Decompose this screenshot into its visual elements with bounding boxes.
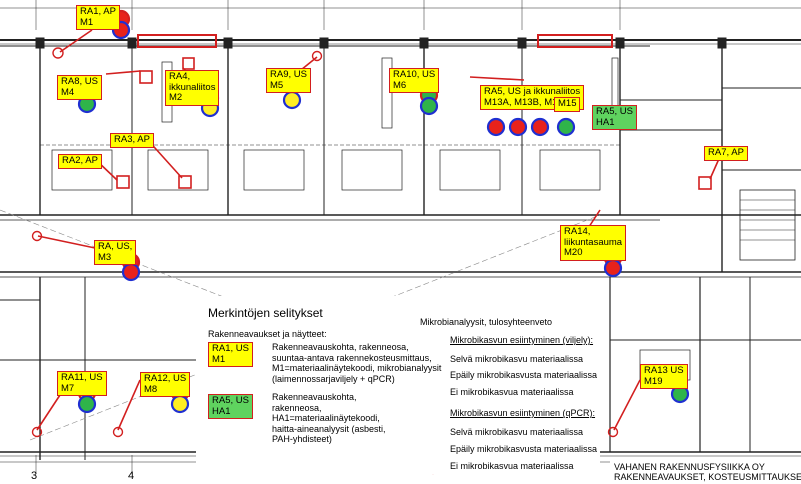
legend-sample-ra5: RA5, US HA1: [208, 394, 253, 419]
sample-marker-red: [486, 117, 506, 137]
tag-ra14: RA14, liikuntasauma M20: [560, 225, 627, 261]
legend-sample-ra1-text: Rakenneavauskohta, rakenneosa, suuntaa-a…: [272, 342, 442, 384]
legend-culture-yellow-text: Epäily mikrobikasvusta materiaalissa: [450, 370, 598, 380]
legend-culture-title: Mikrobikasvun esiintyminen (viljely):: [450, 335, 594, 345]
grid-label-4: 4: [128, 470, 135, 482]
legend-micro-title: Mikrobianalyysit, tulosyhteenveto: [420, 317, 553, 327]
tag-ra9: RA9, US M5: [266, 68, 311, 93]
tag-ra-m3: RA, US, M3: [94, 240, 137, 265]
sample-marker-green: [419, 96, 439, 116]
window-zones: [137, 34, 613, 48]
tag-ra2: RA2, AP: [58, 154, 102, 169]
tag-ra11: RA11, US M7: [57, 371, 107, 396]
sample-marker-red: [603, 258, 623, 278]
legend-sample-ra5-text: Rakenneavauskohta, rakenneosa, HA1=mater…: [272, 392, 386, 444]
sample-marker-green: [556, 117, 576, 137]
tag-ra12: RA12, US M8: [140, 372, 191, 397]
company-title-block: VAHANEN RAKENNUSFYSIIKKA OY RAKENNEAVAUK…: [614, 462, 801, 482]
legend-qpcr-green-text: Ei mikrobikasvua materiaalissa: [450, 461, 574, 471]
grid-label-3: 3: [31, 470, 38, 482]
legend-qpcr-title: Mikrobikasvun esiintyminen (qPCR):: [450, 408, 596, 418]
legend-qpcr-yellow-text: Epäily mikrobikasvusta materiaalissa: [450, 444, 598, 454]
sample-marker-red: [121, 262, 141, 282]
leader-lines: [36, 29, 723, 431]
sample-marker-yellow: [282, 90, 302, 110]
tag-ra4: RA4, ikkunaliitos M2: [165, 70, 220, 106]
legend-sample-ra1: RA1, US M1: [208, 342, 253, 367]
sample-marker-red: [530, 117, 550, 137]
tag-ra3: RA3, AP: [110, 133, 154, 148]
sample-marker-green: [77, 394, 97, 414]
legend-title: Merkintöjen selitykset: [208, 306, 323, 320]
tag-ra8: RA8, US M4: [57, 75, 102, 100]
legend-subtitle: Rakenneavaukset ja näytteet:: [208, 329, 327, 339]
sample-marker-yellow: [170, 394, 190, 414]
legend-culture-green-text: Ei mikrobikasvua materiaalissa: [450, 387, 574, 397]
tag-m15: M15: [554, 97, 581, 112]
opening-squares: [116, 57, 712, 190]
tag-ra13: RA13 US M19: [640, 364, 688, 389]
tag-ra10: RA10, US M6: [389, 68, 440, 93]
tag-ra7: RA7, AP: [704, 146, 748, 161]
legend-panel: Merkintöjen selitykset Rakenneavaukset j…: [196, 296, 600, 474]
legend-culture-red-text: Selvä mikrobikasvu materiaalissa: [450, 354, 584, 364]
tag-ra1: RA1, AP M1: [76, 5, 120, 30]
legend-qpcr-red-text: Selvä mikrobikasvu materiaalissa: [450, 427, 584, 437]
tag-ra5-ha1: RA5, US HA1: [592, 105, 637, 130]
sample-marker-red: [508, 117, 528, 137]
